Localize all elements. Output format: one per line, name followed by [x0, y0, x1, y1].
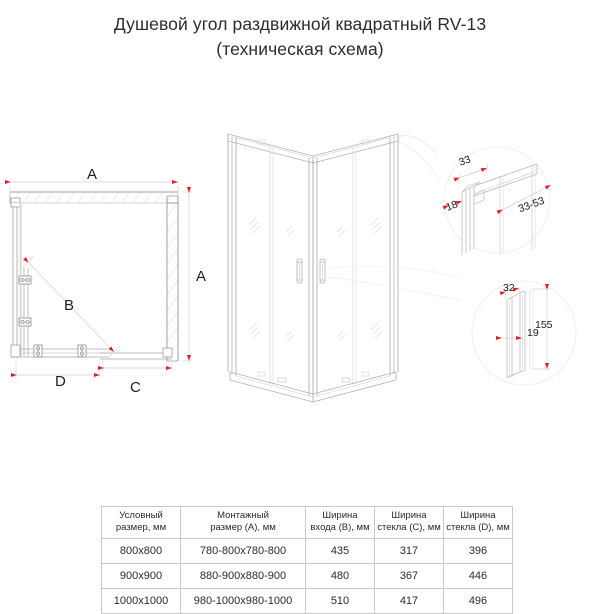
page-title: Душевой угол раздвижной квадратный RV-13…	[0, 12, 600, 62]
table-row: 1000x1000 980-1000x980-1000 510 417 496	[101, 588, 513, 614]
header-line-2: входа (B), мм	[310, 522, 370, 533]
title-line-1: Душевой угол раздвижной квадратный RV-13	[113, 14, 487, 34]
header-line-1: Монтажный	[217, 510, 269, 521]
header-line-1: Ширина	[391, 510, 427, 521]
isometric-view	[227, 133, 399, 403]
header-line-2: стекла (C), мм	[377, 522, 441, 533]
dim-num-18: 18	[444, 198, 460, 214]
header-line-2: размер (A), мм	[210, 522, 276, 533]
door-handle-right	[319, 258, 326, 284]
table-header-cell: Ширина стекла (C), мм	[374, 506, 444, 539]
dim-label-a-right: A	[196, 268, 207, 285]
table-cell: 396	[443, 538, 513, 564]
header-line-1: Условный	[119, 510, 163, 521]
dim-label-d-bottom: D	[55, 373, 66, 390]
table-header-cell: Ширина входа (B), мм	[305, 506, 375, 539]
table-header-cell: Условный размер, мм	[101, 506, 181, 539]
title-line-2: (техническая схема)	[216, 39, 384, 59]
table-cell: 446	[443, 563, 513, 589]
top-view-plan	[9, 191, 179, 362]
header-line-2: стекла (D), мм	[446, 522, 510, 533]
table-cell: 496	[443, 588, 513, 614]
table-row: 800x800 780-800x780-800 435 317 396	[101, 538, 513, 564]
dim-num-32: 32	[503, 282, 515, 294]
table-cell: 317	[374, 538, 444, 564]
table-cell: 510	[305, 588, 375, 614]
page-root: Душевой угол раздвижной квадратный RV-13…	[0, 12, 600, 614]
top-view-dimensions	[4, 179, 192, 378]
dim-label-a-top: A	[87, 166, 98, 183]
glass-sparkles	[248, 217, 383, 342]
header-line-2: размер, мм	[115, 522, 167, 533]
dim-label-b-diagonal: B	[64, 297, 75, 314]
table-cell: 367	[374, 563, 444, 589]
table-cell: 780-800x780-800	[180, 538, 306, 564]
table-cell: 435	[305, 538, 375, 564]
dim-num-33: 33	[457, 153, 473, 169]
dim-label-c-bottom: C	[130, 379, 141, 396]
header-line-1: Ширина	[460, 510, 496, 521]
table-header-cell: Монтажный размер (A), мм	[180, 506, 306, 539]
dim-num-155: 155	[535, 319, 553, 331]
table-header-row: Условный размер, мм Монтажный размер (A)…	[101, 506, 513, 539]
table-cell: 480	[305, 563, 375, 589]
table-row: 900x900 880-900x880-900 480 367 446	[101, 563, 513, 589]
table-cell: 900x900	[101, 563, 181, 589]
detail-profile-callout	[397, 135, 552, 255]
dim-num-33-53: 33-53	[516, 194, 547, 216]
table-header-cell: Ширина стекла (D), мм	[443, 506, 513, 539]
table-cell: 800x800	[101, 538, 181, 564]
table-cell: 1000x1000	[101, 588, 181, 614]
door-handle-left	[296, 258, 303, 284]
table-cell: 980-1000x980-1000	[180, 588, 306, 614]
table-cell: 417	[374, 588, 444, 614]
specification-table: Условный размер, мм Монтажный размер (A)…	[101, 506, 513, 614]
dim-num-19: 19	[527, 327, 539, 339]
table-cell: 880-900x880-900	[180, 563, 306, 589]
header-line-1: Ширина	[322, 510, 358, 521]
